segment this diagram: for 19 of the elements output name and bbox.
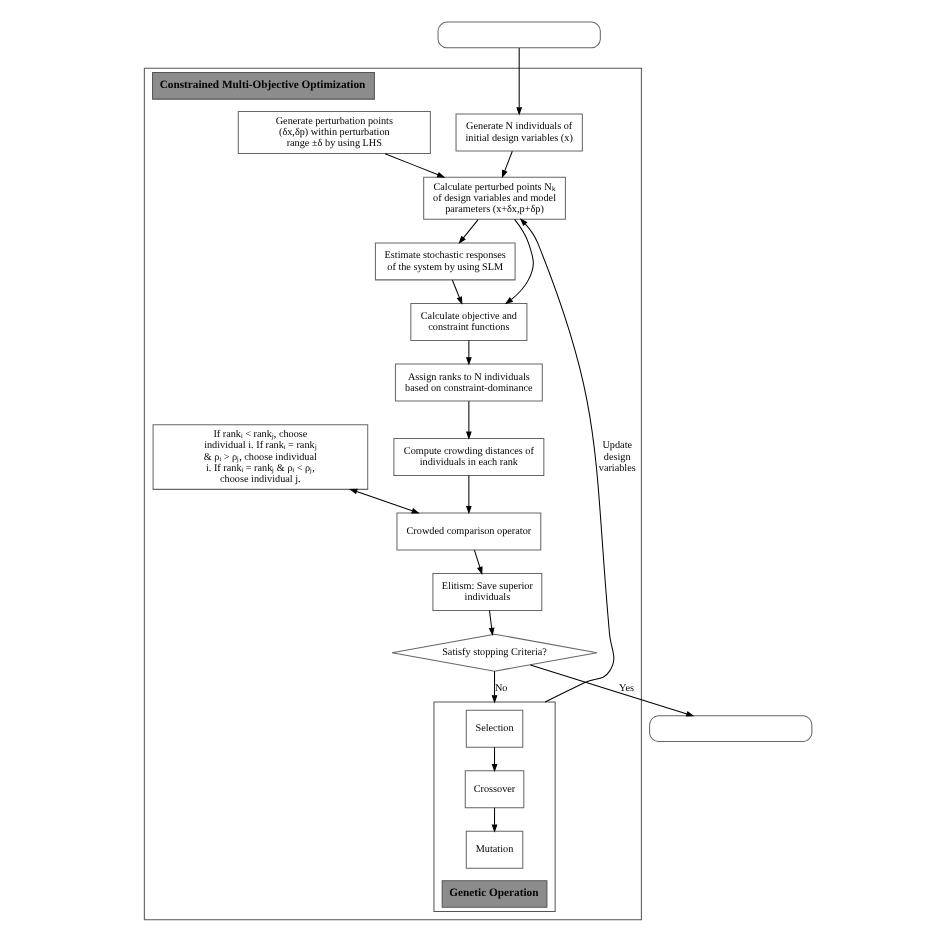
node-box <box>649 714 813 741</box>
arrow <box>349 487 420 513</box>
arrow <box>519 217 615 702</box>
arrow <box>466 474 472 514</box>
arrow <box>491 745 498 772</box>
arrow <box>501 149 513 178</box>
arrow <box>466 399 472 439</box>
node-box <box>437 20 601 48</box>
arrow <box>458 218 479 243</box>
arrow <box>473 548 483 574</box>
arrow <box>451 278 463 304</box>
arrow <box>491 669 498 703</box>
arrow <box>384 152 446 177</box>
arrow <box>516 46 523 115</box>
arrow <box>491 806 498 832</box>
arrow <box>504 217 534 304</box>
arrow <box>529 663 695 716</box>
arrow <box>488 609 495 636</box>
arrow <box>466 339 472 365</box>
